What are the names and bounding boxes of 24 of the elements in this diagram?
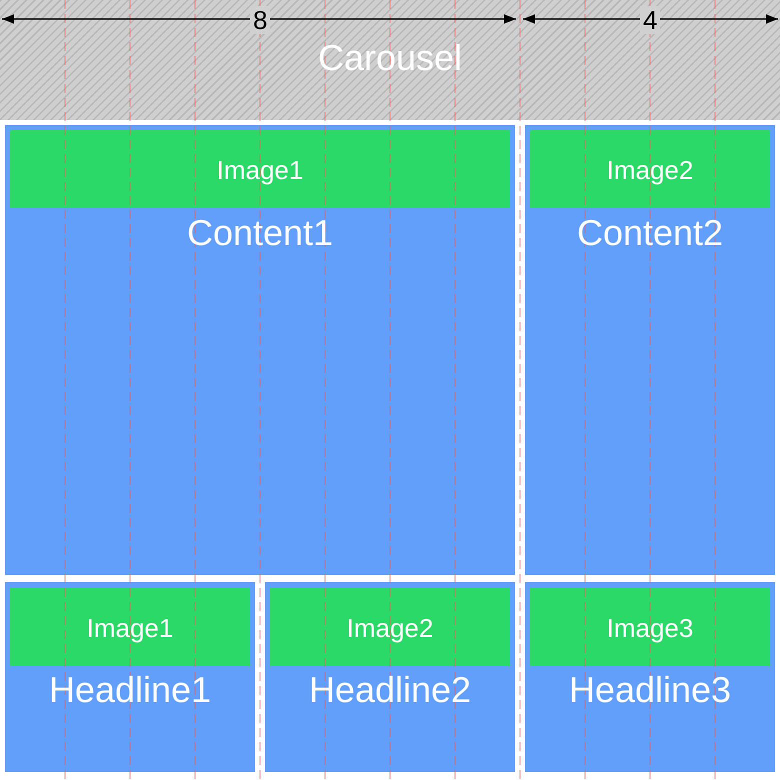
image-label: Image1	[86, 613, 174, 643]
carousel-band	[0, 0, 780, 120]
image-banner	[10, 130, 510, 208]
content-card	[525, 125, 775, 575]
content-card	[5, 582, 255, 772]
card-title: Content2	[576, 213, 724, 253]
dimension-label: 4	[640, 6, 660, 34]
card-title: Content1	[186, 213, 334, 253]
image-label: Image1	[216, 155, 304, 185]
image-banner	[530, 588, 770, 666]
image-label: Image3	[606, 613, 694, 643]
card-title: Headline2	[308, 670, 472, 710]
dimension-label: 8	[250, 6, 270, 34]
image-banner	[530, 130, 770, 208]
content-card	[525, 582, 775, 772]
image-label: Image2	[606, 155, 694, 185]
card-title: Headline1	[48, 670, 212, 710]
content-card	[265, 582, 515, 772]
image-banner	[10, 588, 250, 666]
content-card	[5, 125, 515, 575]
image-banner	[270, 588, 510, 666]
image-label: Image2	[346, 613, 434, 643]
card-title: Headline3	[568, 670, 732, 710]
carousel-label: Carousel	[318, 38, 462, 78]
